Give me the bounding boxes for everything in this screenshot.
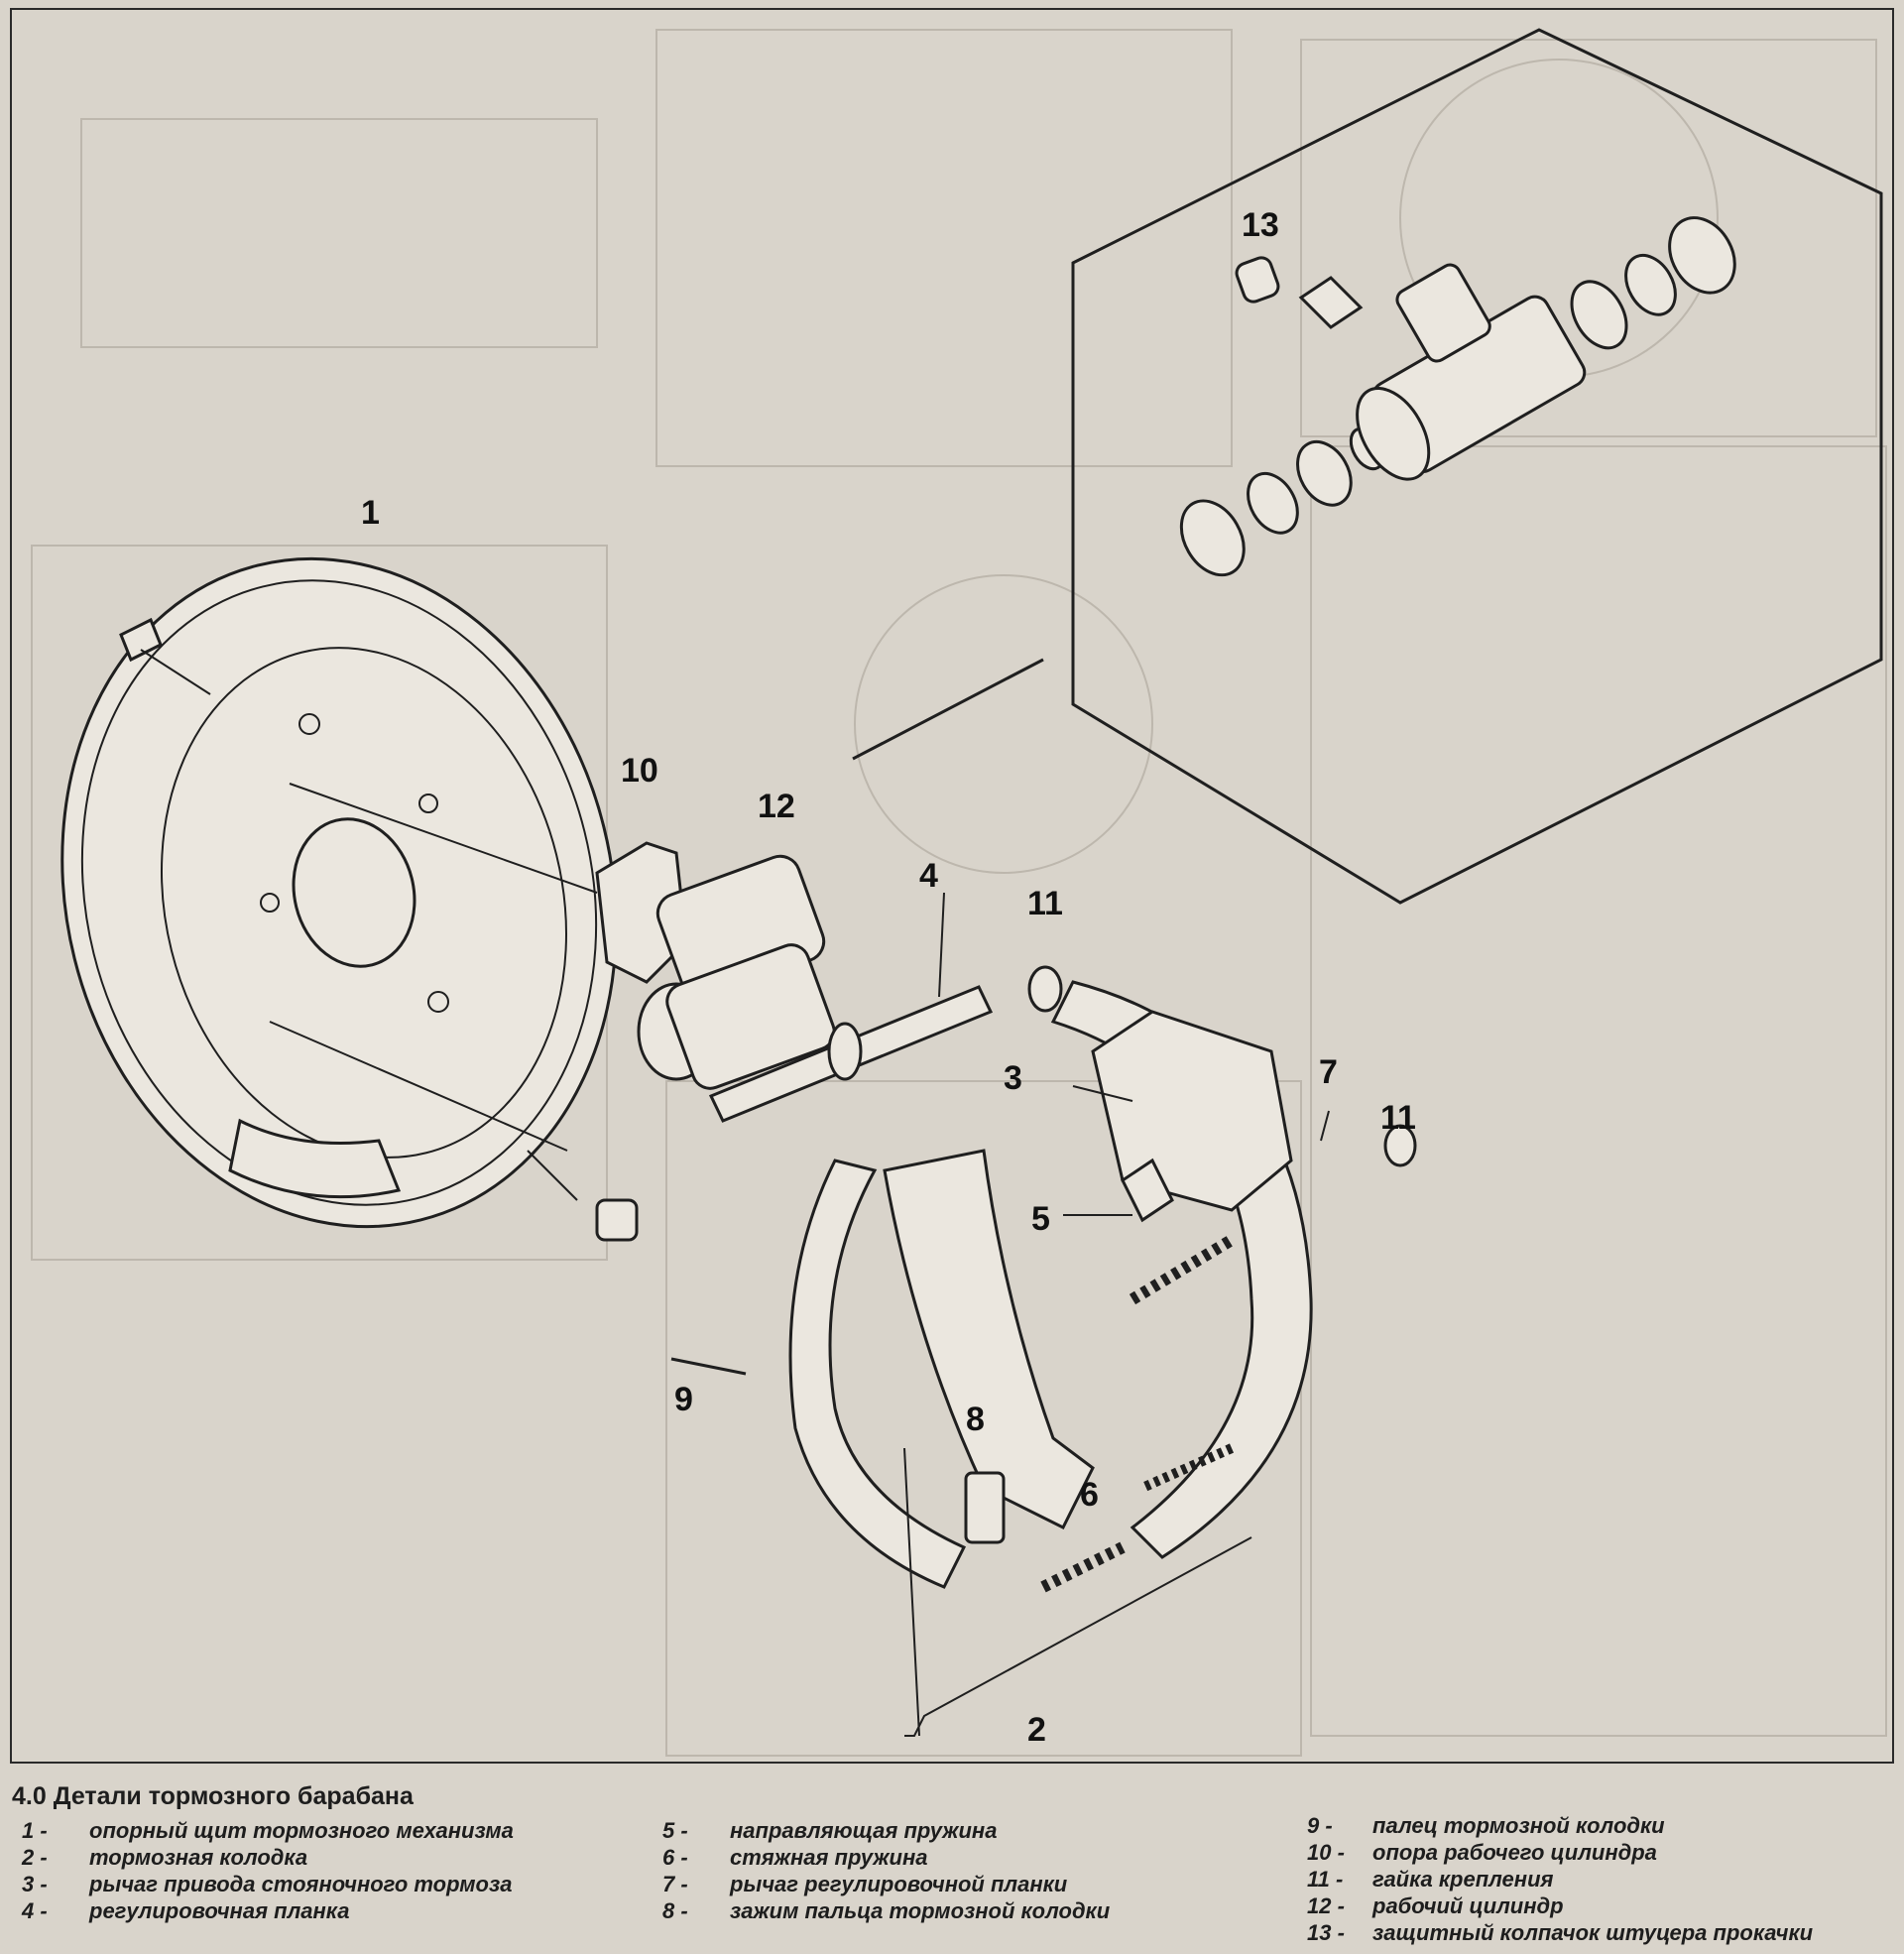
cylinder-inset <box>852 28 1883 905</box>
legend-item: 8 -зажим пальца тормозной колодки <box>662 1898 1111 1923</box>
callout-2: 2 <box>1027 1711 1046 1749</box>
brake-shoe-assembly <box>670 980 1330 1737</box>
callout-10: 10 <box>621 752 658 790</box>
legend-item: 3 -рычаг привода стояночного тормоза <box>22 1872 513 1896</box>
legend-item: 10 -опора рабочего цилиндра <box>1307 1840 1657 1865</box>
legend-column-2: 5 -направляющая пружина 6 -стяжная пружи… <box>662 1817 1110 1924</box>
callout-7: 7 <box>1319 1053 1338 1091</box>
callout-13: 13 <box>1242 206 1279 244</box>
callout-5: 5 <box>1031 1200 1050 1238</box>
legend-item: 11 -гайка крепления <box>1307 1867 1554 1892</box>
legend-item: 5 -направляющая пружина <box>662 1818 998 1843</box>
legend-item: 4 -регулировочная планка <box>22 1898 350 1923</box>
callout-8: 8 <box>966 1401 985 1438</box>
callout-11a: 11 <box>1027 885 1063 922</box>
callout-6: 6 <box>1080 1476 1099 1514</box>
legend-item: 1 -опорный щит тормозного механизма <box>22 1818 514 1843</box>
legend-item: 7 -рычаг регулировочной планки <box>662 1872 1068 1896</box>
exploded-diagram: 1 2 3 4 5 6 7 8 9 10 11 11 12 13 <box>10 8 1894 1764</box>
callout-labels: 1 2 3 4 5 6 7 8 9 10 11 11 12 13 <box>361 206 1416 1749</box>
legend-item: 6 -стяжная пружина <box>662 1845 928 1870</box>
callout-12: 12 <box>758 788 795 825</box>
legend-column-3: 9 -палец тормозной колодки 10 -опора раб… <box>1307 1812 1813 1946</box>
wheel-cylinder-assembly <box>269 783 836 1152</box>
callout-3: 3 <box>1004 1059 1022 1097</box>
diagram-drawing: 1 2 3 4 5 6 7 8 9 10 11 11 12 13 <box>31 28 1887 1757</box>
legend-item: 9 -палец тормозной колодки <box>1307 1813 1665 1838</box>
callout-9: 9 <box>674 1381 693 1418</box>
legend-item: 13 -защитный колпачок штуцера прокачки <box>1307 1920 1814 1945</box>
legend-item: 12 -рабочий цилиндр <box>1307 1893 1564 1918</box>
callout-4: 4 <box>919 857 938 895</box>
legend-item: 2 -тормозная колодка <box>22 1845 308 1870</box>
callout-1: 1 <box>361 494 380 532</box>
adjuster-bar <box>708 892 994 1123</box>
callout-11b: 11 <box>1380 1099 1416 1137</box>
legend-column-1: 1 -опорный щит тормозного механизма 2 -т… <box>22 1817 514 1924</box>
backing-plate <box>60 556 639 1242</box>
figure-caption-title: 4.0 Детали тормозного барабана <box>12 1782 414 1810</box>
nut <box>1027 965 1417 1167</box>
